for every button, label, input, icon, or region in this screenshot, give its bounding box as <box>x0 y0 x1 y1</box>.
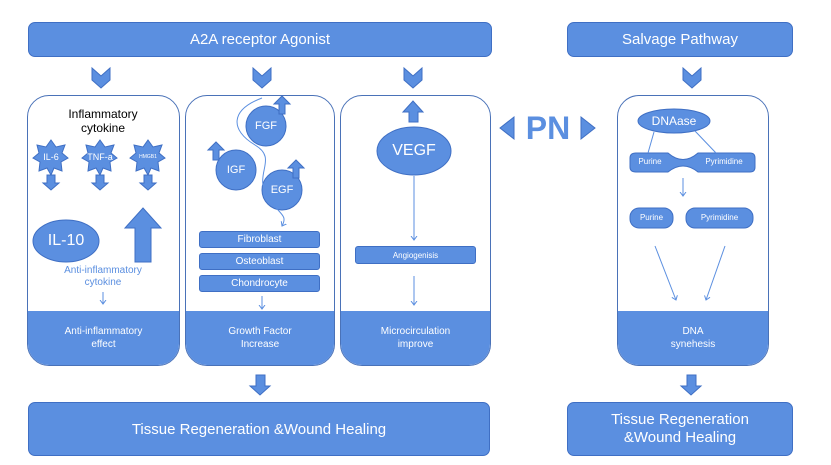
a2a-header: A2A receptor Agonist <box>28 22 492 57</box>
band-text: DNA <box>682 326 704 337</box>
egf-label: EGF <box>270 184 294 196</box>
pyrimidine-box <box>685 207 754 229</box>
arrow-down-icon <box>654 245 676 300</box>
band-text: Anti-inflammatory <box>64 326 143 337</box>
title-line: cytokine <box>80 121 126 135</box>
band-text: Growth Factor <box>228 326 292 337</box>
il10-label: IL-10 <box>47 232 85 249</box>
band-text: Increase <box>240 339 280 350</box>
chevron-down-icon <box>403 66 423 89</box>
connector-line <box>647 130 717 154</box>
chevron-down-icon <box>252 66 272 89</box>
band-microcirculation: Microcirculation improve <box>341 310 490 365</box>
arrow-down-icon <box>679 374 703 396</box>
star-label-hmgb1: HMGB1 <box>139 154 157 160</box>
chondrocyte-box: Chondrocyte <box>199 275 320 292</box>
star-label-tnf: TNF-a <box>87 152 113 162</box>
arrow-down-icon <box>248 374 272 396</box>
tissue-regeneration-left: Tissue Regeneration &Wound Healing <box>28 402 490 456</box>
text-line: cytokine <box>84 277 122 288</box>
vegf-ellipse <box>376 126 452 176</box>
purine-label: Purine <box>638 157 662 166</box>
arrow-up-icon <box>272 95 292 115</box>
egf-circle <box>261 169 303 211</box>
arrow-up-icon <box>123 207 163 263</box>
salvage-header: Salvage Pathway <box>567 22 793 57</box>
star-label-il6: IL-6 <box>43 152 59 162</box>
dnaase-ellipse <box>637 108 711 134</box>
band-text: effect <box>91 339 116 350</box>
pyrimidine-label: Pyrimidine <box>705 157 743 166</box>
purine-pyrimidine-bond <box>629 152 756 173</box>
arrow-left-icon <box>499 115 515 141</box>
text-line: Anti-inflammatory <box>64 265 142 276</box>
pyrimidine2-label: Pyrimidine <box>700 213 739 222</box>
fibroblast-box: Fibroblast <box>199 231 320 248</box>
fgf-circle <box>245 105 287 147</box>
band-text: Microcirculation <box>380 326 451 337</box>
panel-dna-synthesis: DNA synehesis <box>617 95 769 366</box>
pn-label: PN <box>525 110 571 146</box>
band-text: synehesis <box>670 339 716 350</box>
fgf-label: FGF <box>255 120 277 132</box>
purine-box <box>629 207 674 229</box>
tissue-regeneration-right: Tissue Regeneration &Wound Healing <box>567 402 793 456</box>
igf-circle <box>215 149 257 191</box>
growth-curve <box>236 97 284 226</box>
chevron-down-icon <box>682 66 702 89</box>
osteoblast-box: Osteoblast <box>199 253 320 270</box>
arrow-down-icon <box>138 174 158 191</box>
arrow-up-icon <box>206 141 226 161</box>
arrow-down-icon <box>706 245 726 300</box>
arrow-down-icon <box>41 174 61 191</box>
arrow-up-icon <box>286 159 306 179</box>
purine2-label: Purine <box>639 213 664 222</box>
title-line: Inflammatory <box>68 107 138 121</box>
panel-microcirculation: Microcirculation improve <box>340 95 491 366</box>
vegf-label: VEGF <box>392 142 436 159</box>
band-dna-synthesis: DNA synehesis <box>618 310 768 365</box>
band-text: improve <box>397 339 434 350</box>
chevron-down-icon <box>91 66 111 89</box>
arrow-up-icon <box>401 100 425 123</box>
arrow-right-icon <box>580 115 596 141</box>
dnaase-label: DNAase <box>651 114 697 128</box>
band-anti-inflammatory: Anti-inflammatory effect <box>28 310 179 365</box>
angiogenesis-box: Angiogenisis <box>355 246 476 264</box>
igf-label: IGF <box>226 164 246 176</box>
arrow-down-icon <box>90 174 110 191</box>
il10-ellipse <box>32 219 100 263</box>
